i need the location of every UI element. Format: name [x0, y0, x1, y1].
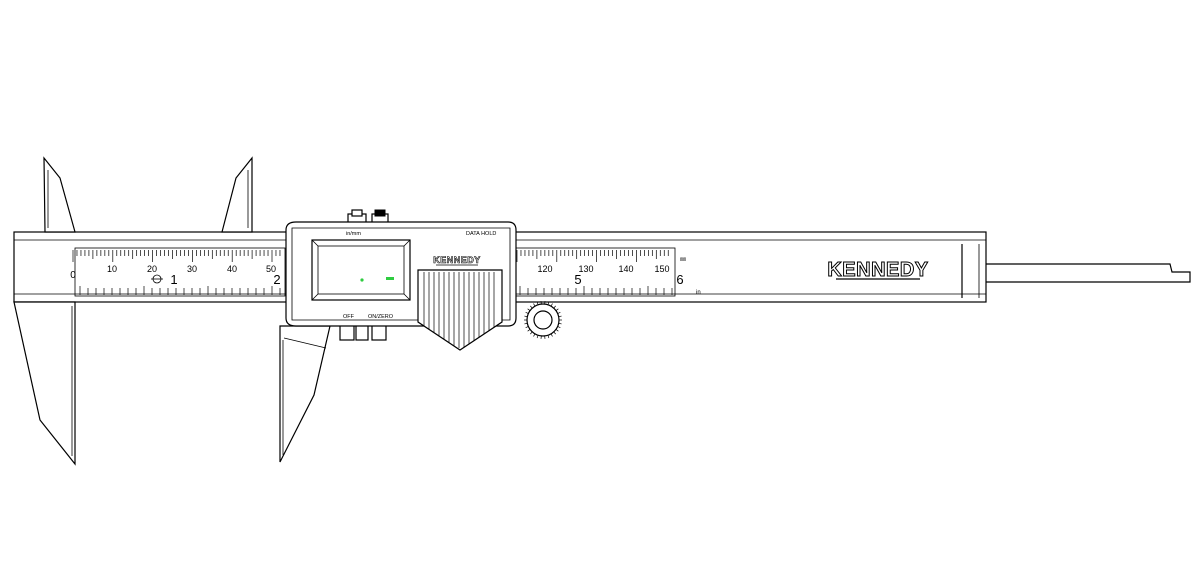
mm-ticks-left — [72, 250, 281, 262]
inch-label: 6 — [676, 272, 683, 287]
rail-unit-mark: in — [696, 290, 701, 296]
mm-label: 150 — [654, 264, 669, 274]
inch-label: 1 — [170, 272, 177, 287]
depth-rod — [985, 263, 1191, 283]
head-inner-border — [291, 227, 511, 321]
sliding-lower-jaw — [279, 325, 331, 463]
inch-label: 5 — [574, 272, 581, 287]
thumb-wheel-icon[interactable] — [524, 301, 562, 339]
fixed-lower-jaw — [13, 301, 76, 466]
head-brand-logo-text: KENNEDY — [433, 255, 481, 265]
data-hold-label: DATA HOLD — [466, 231, 496, 237]
brand-logo: KENNEDY — [827, 259, 929, 282]
mm-label: 0 — [70, 270, 76, 281]
jaw-bevel-line — [283, 337, 327, 349]
button-pegs — [339, 323, 387, 341]
rail-unit-mark: ㎜ — [680, 257, 686, 263]
inch-subdivision-ticks — [79, 286, 673, 295]
mm-label: 120 — [537, 264, 552, 274]
mm-label: 10 — [107, 264, 117, 274]
lcd-indicator-bar — [386, 277, 394, 280]
unit-switch-label: in/mm — [346, 231, 361, 237]
head-brand-logo: KENNEDY — [433, 255, 481, 266]
knurled-grip — [417, 269, 503, 351]
mm-label: 130 — [578, 264, 593, 274]
fixed-upper-jaw — [43, 156, 76, 233]
mm-label: 50 — [266, 264, 276, 274]
lcd-indicator-dot — [360, 278, 364, 282]
mm-label: 30 — [187, 264, 197, 274]
on-zero-button-label[interactable]: ON/ZERO — [368, 314, 394, 320]
sliding-upper-jaw — [221, 156, 253, 233]
off-button-label[interactable]: OFF — [343, 314, 355, 320]
mm-label: 140 — [618, 264, 633, 274]
crosshair-icon — [151, 274, 163, 284]
mm-ticks-right — [516, 250, 669, 262]
mm-label: 20 — [147, 264, 157, 274]
lcd-display — [311, 239, 411, 301]
scale-strip-left — [74, 247, 286, 297]
inch-label: 2 — [273, 272, 280, 287]
mm-label: 40 — [227, 264, 237, 274]
brand-logo-text: KENNEDY — [827, 259, 928, 281]
